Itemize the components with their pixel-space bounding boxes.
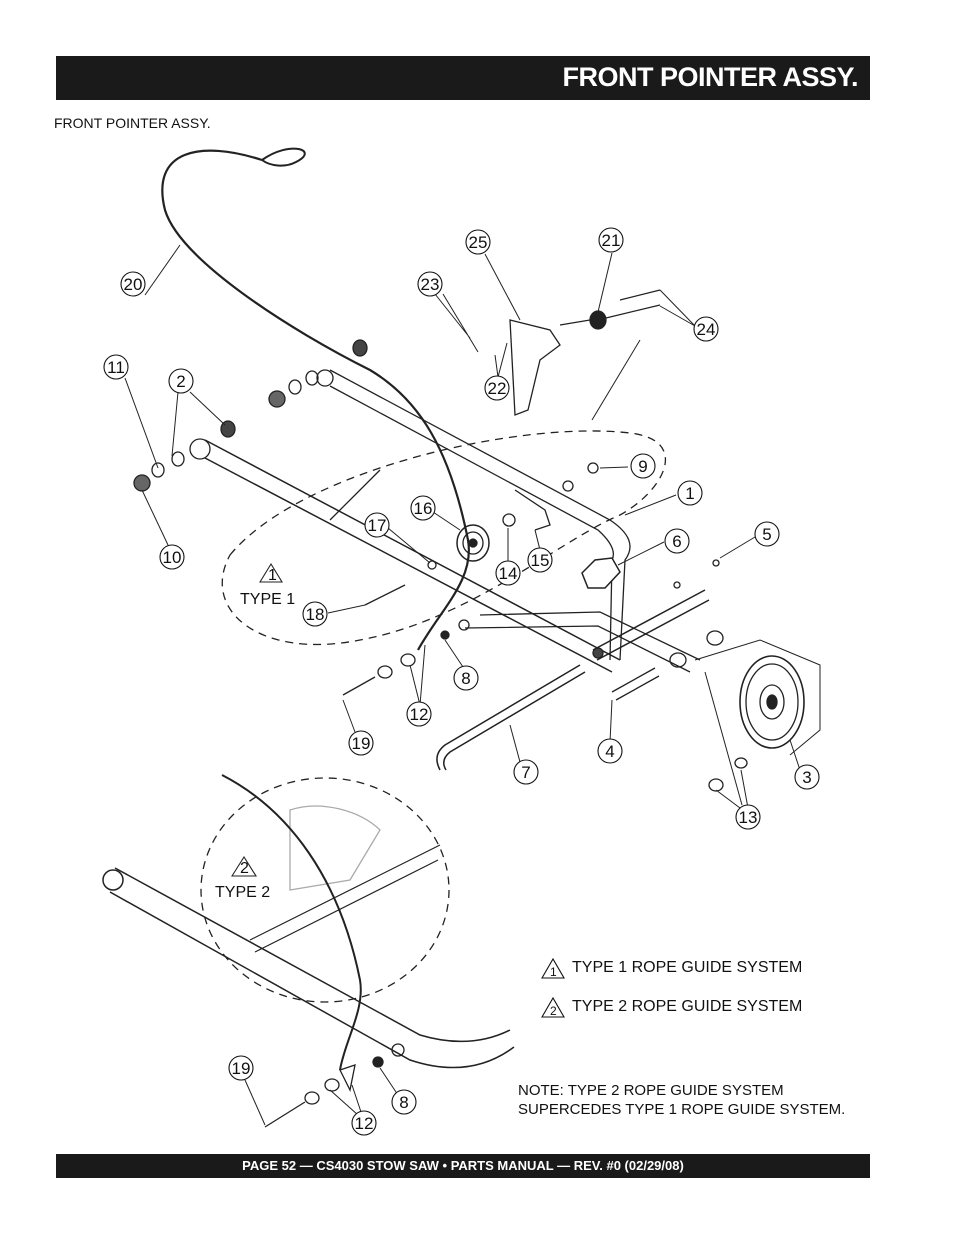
callout-number: 11: [107, 358, 125, 377]
header-bar: FRONT POINTER ASSY.: [56, 56, 870, 100]
bracket: [509, 319, 561, 416]
svg-text:1: 1: [550, 965, 557, 979]
callout-number: 12: [410, 705, 429, 724]
note-text: NOTE: TYPE 2 ROPE GUIDE SYSTEM SUPERCEDE…: [518, 1082, 846, 1118]
callout-number: 19: [352, 734, 371, 753]
callout-circle: [453, 665, 479, 691]
callout-number: 8: [399, 1093, 408, 1112]
footer-text: PAGE 52 — CS4030 STOW SAW • PARTS MANUAL…: [242, 1158, 684, 1173]
warning-triangle-icon: 2: [541, 996, 565, 1018]
type1-label: TYPE 1: [240, 591, 295, 608]
wheel: [694, 639, 821, 756]
legend-type2-text: TYPE 2 ROPE GUIDE SYSTEM: [572, 998, 803, 1015]
callout-number: 16: [414, 499, 433, 518]
callout-circle: [348, 730, 374, 756]
callout-circle: [417, 271, 443, 297]
drawing-subtitle: FRONT POINTER ASSY.: [54, 115, 211, 131]
callout-circle: [159, 544, 185, 570]
callout-circle: [664, 528, 690, 554]
warning-triangle-icon: 1: [541, 957, 565, 979]
callout-number: 14: [499, 564, 518, 583]
callout-number: 2: [176, 372, 185, 391]
callout-circle: [484, 375, 510, 401]
axle: [592, 589, 706, 651]
callout-number: 22: [488, 379, 507, 398]
legend-type2: 2 TYPE 2 ROPE GUIDE SYSTEM: [540, 996, 802, 1018]
svg-text:2: 2: [550, 1004, 557, 1018]
callout-number: 7: [521, 763, 530, 782]
callout-circle: [168, 368, 194, 394]
callout-number: 12: [355, 1114, 374, 1133]
callout-number: 21: [602, 231, 621, 250]
type1-num: 1: [268, 567, 277, 584]
callout-number: 8: [461, 669, 470, 688]
pin: [611, 667, 660, 701]
callout-group: 1234567891011121314151617181920212223242…: [103, 227, 820, 1136]
type1-marker: 1 TYPE 1: [240, 562, 295, 608]
pointer-rod: [436, 664, 581, 771]
callout-circle: [754, 521, 780, 547]
callout-circle: [410, 495, 436, 521]
callout-circle: [794, 764, 820, 790]
leader-lines: [124, 244, 801, 1126]
callout-circle: [597, 738, 623, 764]
callout-circle: [465, 229, 491, 255]
callout-number: 10: [163, 548, 182, 567]
type2-detail-boundary: [200, 777, 450, 1003]
cable-loop: [261, 147, 306, 167]
callout-circle: [391, 1089, 417, 1115]
callout-number: 17: [368, 516, 387, 535]
knob: [581, 557, 621, 589]
callout-number: 24: [697, 320, 716, 339]
callout-number: 23: [421, 275, 440, 294]
cable: [161, 149, 471, 651]
callout-circle: [513, 759, 539, 785]
type2-frame: [102, 774, 515, 1071]
type2-marker: 2 TYPE 2: [215, 855, 270, 901]
legend-type1: 1 TYPE 1 ROPE GUIDE SYSTEM: [540, 957, 802, 979]
callout-circle: [351, 1110, 377, 1136]
callout-circle: [228, 1055, 254, 1081]
callout-number: 6: [672, 532, 681, 551]
callout-number: 5: [762, 525, 771, 544]
callout-circle: [406, 701, 432, 727]
callout-number: 13: [739, 808, 758, 827]
footer-bar: PAGE 52 — CS4030 STOW SAW • PARTS MANUAL…: [56, 1154, 870, 1178]
callout-number: 1: [685, 484, 694, 503]
type1-detail-boundary: [221, 430, 666, 645]
callout-number: 19: [232, 1059, 251, 1078]
spacer: [589, 310, 607, 330]
callout-number: 20: [124, 275, 143, 294]
main-frame: [189, 369, 701, 673]
hardware-lower: [264, 462, 748, 1128]
hardware-left: [133, 339, 368, 492]
callout-circle: [735, 804, 761, 830]
callout-circle: [120, 271, 146, 297]
callout-circle: [495, 560, 521, 586]
callout-number: 4: [605, 742, 614, 761]
callout-number: 3: [802, 768, 811, 787]
callout-circle: [693, 316, 719, 342]
callout-circle: [364, 512, 390, 538]
callout-number: 25: [469, 233, 488, 252]
callout-circle: [630, 453, 656, 479]
type2-num: 2: [240, 860, 249, 877]
callout-number: 15: [531, 551, 550, 570]
callout-circle: [527, 547, 553, 573]
type2-label: TYPE 2: [215, 884, 270, 901]
page-title: FRONT POINTER ASSY.: [562, 62, 858, 92]
callout-number: 18: [306, 605, 325, 624]
callout-circle: [103, 354, 129, 380]
callout-circle: [302, 601, 328, 627]
pulley: [456, 524, 490, 562]
callout-number: 9: [638, 457, 647, 476]
callout-circle: [598, 227, 624, 253]
legend-type1-text: TYPE 1 ROPE GUIDE SYSTEM: [572, 959, 803, 976]
callout-circle: [677, 480, 703, 506]
